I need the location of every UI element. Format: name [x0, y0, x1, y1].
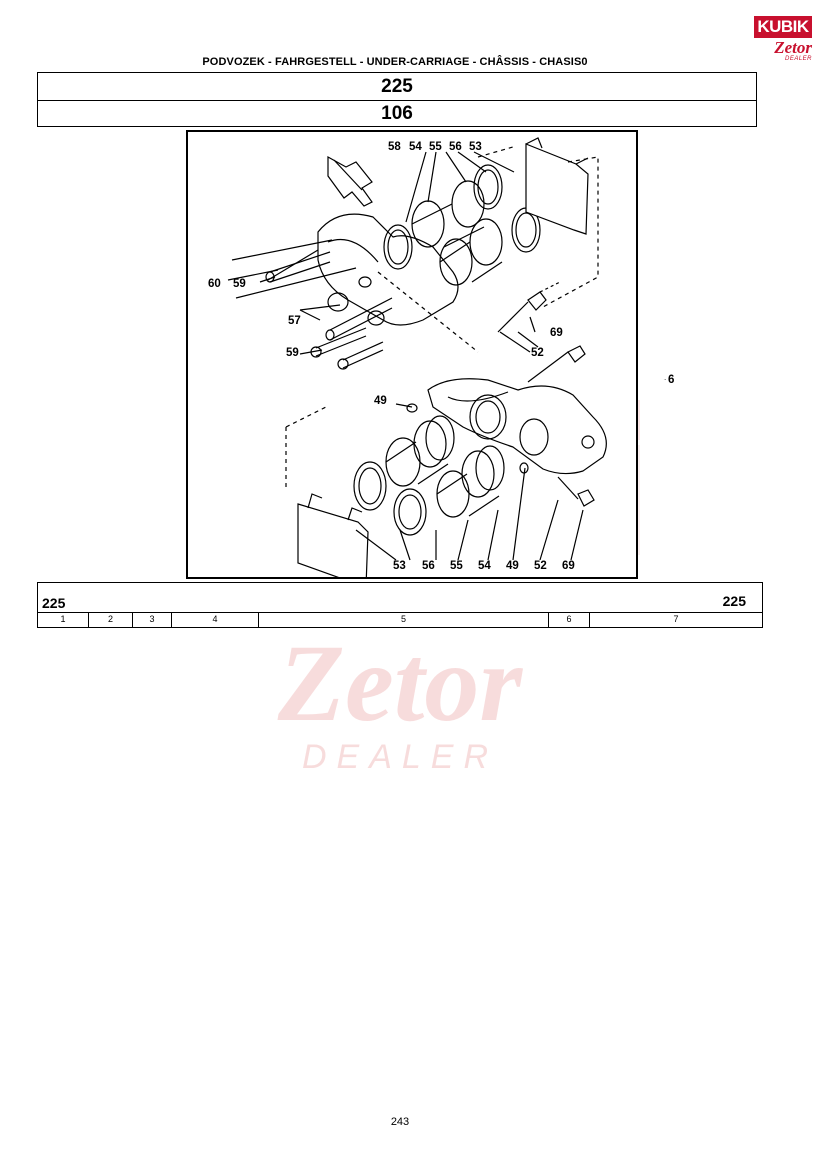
logo-zetor: Zetor	[774, 38, 812, 57]
watermark-dealer: DEALER	[302, 738, 498, 776]
parts-table-column-row: 1 2 3 4 5 6 7	[38, 612, 762, 627]
column-header-6: 6	[549, 612, 590, 627]
label-58: 58	[388, 141, 401, 153]
column-header-7: 7	[673, 614, 679, 624]
column-header-2: 2	[89, 612, 133, 627]
kubik-zetor-logo: KUBIK Zetor DEALER	[752, 14, 814, 64]
page-number: 243	[390, 1116, 410, 1128]
logo-kubik: KUBIK	[754, 16, 812, 38]
column-header-1: 1	[38, 612, 89, 627]
label-56: 56	[449, 141, 462, 153]
watermark-zetor: Zetor	[277, 622, 524, 744]
label-52-upper: 52	[531, 347, 544, 359]
label-53-bottom: 53	[393, 560, 406, 572]
label-69-upper: 69	[550, 327, 563, 339]
table-code-right: 225	[722, 593, 746, 609]
group-code-primary: 225	[38, 73, 756, 101]
label-57: 57	[288, 315, 301, 327]
column-header-4: 4	[172, 612, 259, 627]
exploded-view-diagram: 58 54 55 56 53 60 59 57 59 69 52 49 53 5…	[186, 130, 638, 579]
group-code-box: 225 106	[37, 72, 757, 127]
label-49-upper: 49	[374, 395, 387, 407]
logo-dealer: DEALER	[784, 56, 812, 62]
section-title: PODVOZEK - FAHRGESTELL - UNDER-CARRIAGE …	[202, 56, 588, 68]
label-52-bottom: 52	[534, 560, 547, 572]
label-6: 6	[668, 374, 675, 386]
brake-caliper-drawing: 58 54 55 56 53 60 59 57 59 69 52 49 53 5…	[208, 137, 607, 577]
table-code-left: 225	[42, 595, 66, 611]
label-60: 60	[208, 278, 221, 290]
label-54: 54	[409, 141, 422, 153]
label-55: 55	[429, 141, 442, 153]
label-59-upper: 59	[233, 278, 246, 290]
parts-table-header-row: 225 225	[38, 583, 762, 613]
label-49-bottom: 49	[506, 560, 519, 572]
label-55-bottom: 55	[450, 560, 463, 572]
parts-table: 225 225 1 2 3 4 5 6 7	[37, 582, 763, 628]
label-53: 53	[469, 141, 482, 153]
label-59-lower: 59	[286, 347, 299, 359]
group-code-secondary: 106	[381, 103, 413, 124]
label-54-bottom: 54	[478, 560, 491, 572]
callout-6-leader	[663, 379, 666, 380]
column-header-5: 5	[259, 612, 549, 627]
column-header-3: 3	[133, 612, 172, 627]
label-69-bottom: 69	[562, 560, 575, 572]
label-56-bottom: 56	[422, 560, 435, 572]
